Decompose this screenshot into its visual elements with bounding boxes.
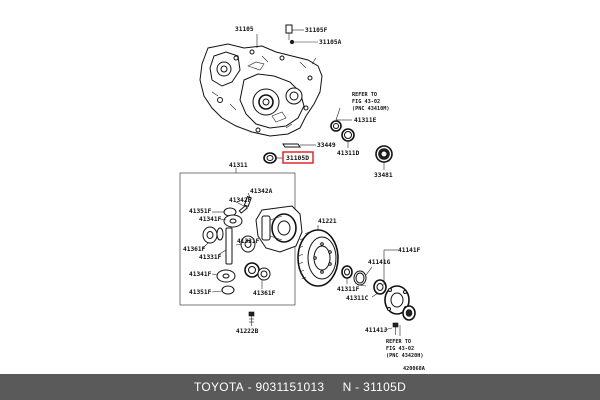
- label-41351F-bottom: 41351F: [189, 289, 212, 296]
- bolt-41141J: [392, 322, 399, 335]
- label-31105F: 31105F: [305, 27, 328, 34]
- highlight-box: [282, 151, 314, 164]
- label-41311E: 41311E: [354, 117, 377, 124]
- label-41311C: 41311C: [346, 295, 369, 302]
- label-41351F-top: 41351F: [189, 208, 212, 215]
- seal-33481: [375, 145, 393, 163]
- label-31105: 31105: [235, 26, 254, 33]
- refer-top-line1: REFER TO: [352, 92, 377, 98]
- bolt-31105F: [285, 24, 293, 40]
- label-41311: 41311: [229, 162, 248, 169]
- label-41361F-left: 41361F: [183, 246, 206, 253]
- ring-gear-41221: [297, 229, 339, 287]
- label-41361F-bottom: 41361F: [253, 290, 276, 297]
- label-41221: 41221: [318, 218, 337, 225]
- label-31105A: 31105A: [319, 39, 342, 46]
- footer-part-number: 9031151013: [255, 380, 325, 394]
- washer-small: [257, 267, 271, 281]
- label-41342A: 41342A: [250, 188, 273, 195]
- label-41311F: 41311F: [337, 286, 360, 293]
- bearing-race-41311E: [330, 120, 342, 132]
- pinion-shaft-41342F: [238, 195, 252, 214]
- footer-brand: TOYOTA: [193, 380, 244, 394]
- refer-bottom-line3: (PNC 43420H): [386, 353, 423, 359]
- label-33481: 33481: [374, 172, 393, 179]
- footer-ref-code: 31105D: [363, 380, 407, 394]
- oil-seal-right: [402, 305, 416, 321]
- label-41342F: 41342F: [229, 197, 252, 204]
- side-gear-upper: [223, 207, 243, 228]
- leader-lines-diff: [201, 192, 263, 293]
- refer-bottom-line1: REFER TO: [386, 339, 411, 345]
- footer-bar: TOYOTA - 9031151013 N - 31105D: [0, 374, 600, 400]
- bearing-41311D: [341, 128, 355, 142]
- figure-code: 420068A: [403, 366, 426, 372]
- leader-lines-right: [317, 225, 401, 336]
- bearing-41311F: [341, 265, 353, 279]
- label-41141G: 41141G: [368, 259, 391, 266]
- bolt-41222B: [248, 311, 255, 326]
- refer-top-line2: FIG 43-02: [352, 99, 380, 105]
- retainer-41141F: [384, 285, 410, 315]
- refer-bottom-line2: FIG 43-02: [386, 346, 414, 352]
- pinion-gear-left: [202, 226, 224, 244]
- label-41141J: 41141J: [365, 327, 388, 334]
- leader-lines-top: [256, 29, 385, 170]
- bearing-race-41311C: [373, 279, 387, 295]
- label-41341F-bottom: 41341F: [189, 271, 212, 278]
- label-31105D-highlight[interactable]: 31105D: [286, 154, 309, 162]
- differential-case: [255, 205, 303, 253]
- label-41141F: 41141F: [398, 247, 421, 254]
- label-41331F-left: 41331F: [199, 254, 222, 261]
- label-41341F-top: 41341F: [199, 216, 222, 223]
- pinion-shaft-41342A: [225, 227, 233, 265]
- label-41331F-right: 41331F: [237, 238, 260, 245]
- transaxle-housing: [199, 43, 323, 137]
- footer-separator: -: [243, 380, 256, 394]
- part-labels: 31105 31105F 31105A 33449 31105D 41311E …: [183, 26, 421, 335]
- label-33449: 33449: [317, 142, 336, 149]
- side-gear-lower: [216, 269, 236, 295]
- refer-note-top: REFER TO FIG 43-02 (PNC 43410M): [352, 92, 389, 112]
- seal-33449: [282, 143, 301, 148]
- oil-seal-31105D: [263, 152, 277, 164]
- label-41311D: 41311D: [337, 150, 360, 157]
- label-41222B: 41222B: [236, 328, 259, 335]
- shim-41141G: [353, 270, 367, 286]
- footer-gap: N -: [324, 380, 364, 394]
- thrust-washer-41361F: [244, 262, 260, 278]
- refer-note-bottom: REFER TO FIG 43-02 (PNC 43420H): [386, 339, 423, 359]
- refer-top-line3: (PNC 43410M): [352, 106, 389, 112]
